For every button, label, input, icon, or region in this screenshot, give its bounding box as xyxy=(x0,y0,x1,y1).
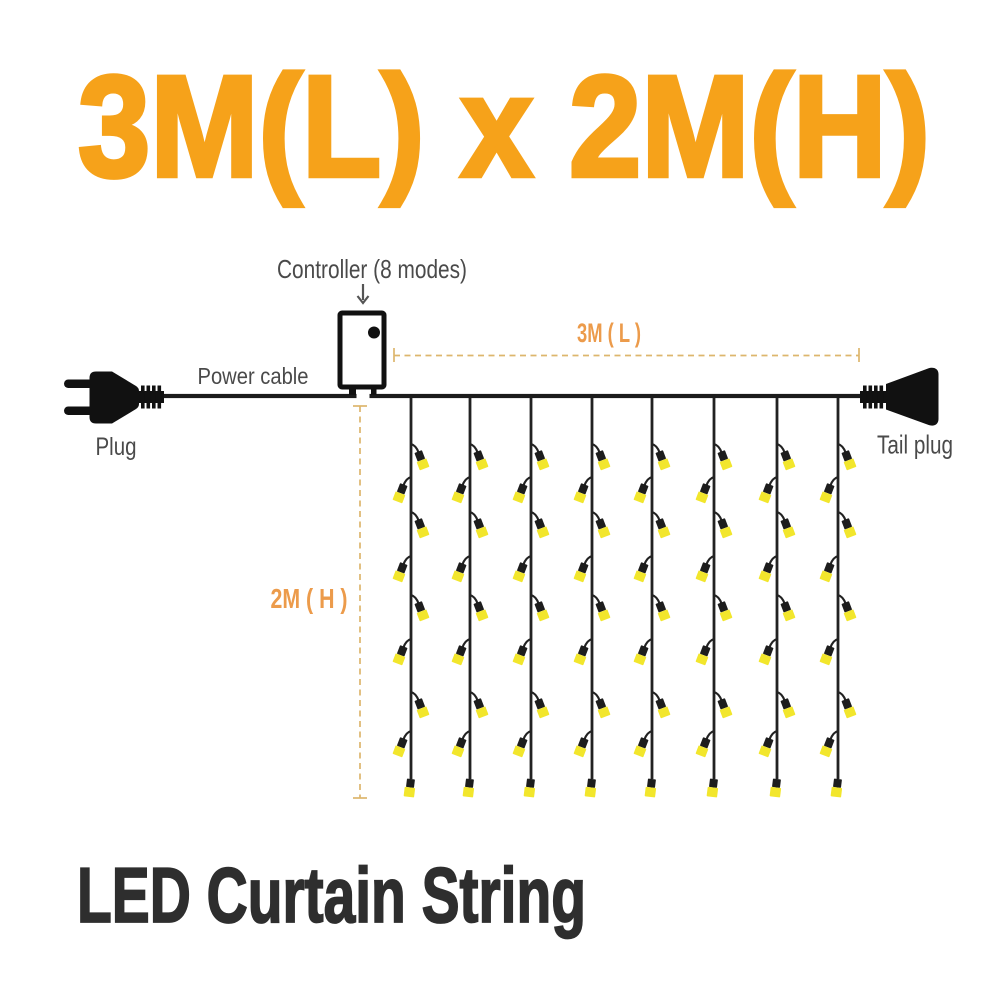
svg-text:2M ( H ): 2M ( H ) xyxy=(271,583,348,614)
svg-text:Tail plug: Tail plug xyxy=(877,430,953,460)
svg-text:LED Curtain String: LED Curtain String xyxy=(77,851,586,939)
svg-text:3M(L) x 2M(H): 3M(L) x 2M(H) xyxy=(78,46,930,207)
svg-text:Plug: Plug xyxy=(96,433,137,461)
svg-text:Power cable: Power cable xyxy=(198,363,309,389)
svg-text:Controller (8 modes): Controller (8 modes) xyxy=(277,254,467,284)
svg-text:3M ( L ): 3M ( L ) xyxy=(577,318,641,348)
